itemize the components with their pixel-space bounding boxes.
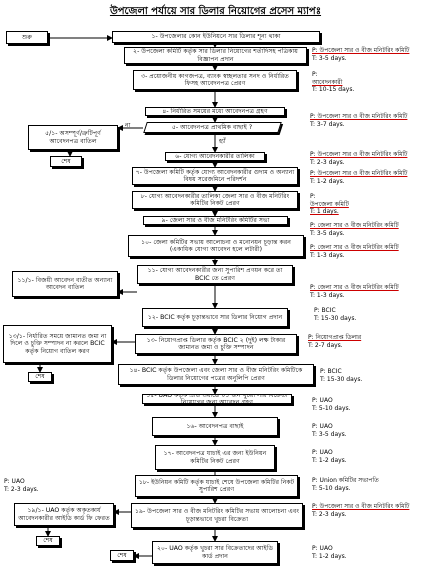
note-step-18: P: Union কমিটির সভাপতিT: 5-10 days. bbox=[312, 477, 379, 492]
step-8: ৮- যোগ্য আবেদনকারীর তালিকা জেলা সার ও বী… bbox=[132, 191, 298, 209]
start-node: শুরু bbox=[6, 31, 48, 44]
step-11: ১১- যোগ্য আবেদনকারীর জন্য সুপারিশ প্রণয়… bbox=[137, 265, 293, 284]
note-step-11: P: জেলা সার ও বীজ মনিটরিং কমিটিT: 1-3 da… bbox=[310, 284, 399, 299]
page-title: উপজেলা পর্যায়ে সার ডিলার নিয়োগের প্রসে… bbox=[109, 6, 322, 17]
step-7: ৭- উপজেলা কমিটি কর্তৃক যোগ্য আবেদনকারীর … bbox=[132, 167, 298, 185]
step-5-decision: ৫- আবেদনপত্র প্রাথমিক বাছাই ? bbox=[143, 122, 282, 133]
step-2: ২- উপজেলা কমিটি কর্তৃক সার ডিলার নিয়োগে… bbox=[124, 47, 307, 64]
step-19: ১৯- উপজেলা সার ও বীজ মনিটরিং কমিটির সভায… bbox=[131, 503, 303, 528]
note-step-8: P:উপজেলা কমিটিT: 1 days. bbox=[310, 193, 349, 215]
step-9: ৯- জেলা সার ও বীজ মনিটরিং কমিটির সভা bbox=[143, 216, 288, 225]
step-20: ২০- UAO কর্তৃক খুচরা সার বিক্রেতাদের আইড… bbox=[152, 541, 278, 564]
step-4: ৪- নির্ধারিত সময়ের মধ্যে আবেদনপত্র গ্রহ… bbox=[145, 107, 285, 116]
note-step-6: P: উপজেলা সার ও বীজ মনিটরিং কমিটিT: 2-3 … bbox=[310, 151, 408, 166]
end-node-3: শেষ bbox=[36, 536, 60, 546]
step-1: ১- উপজেলার কোন ইউনিয়নে সার ডিলার শূন্য … bbox=[112, 31, 320, 43]
step-13: ১৩- নিয়োগপ্রাপ্ত ডিলার কর্তৃক BCIC ২ (দ… bbox=[135, 334, 297, 354]
step-11-1: ১১/১- বিজয়ী আবেদন ব্যতীত অন্যান্য আবেদন… bbox=[12, 271, 118, 297]
step-14: ১৪- BCIC কর্তৃক উপজেলা এবং জেলা সার ও বী… bbox=[118, 364, 314, 385]
step-19-1: ১৯/১- UAO কর্তৃক অকৃতকার্য আবেদনকারীর আই… bbox=[14, 503, 114, 526]
step-12: ১২- BCIC কর্তৃক চূড়ান্তভাবে সার ডিলার ন… bbox=[142, 308, 288, 327]
step-13-1: ১৩/১- নির্ধারিত সময়ে জামানত জমা না দিলে… bbox=[3, 325, 112, 363]
note-step-3: P:আবেদনকারীT: 10-15 days. bbox=[312, 71, 355, 93]
yes-label: হ্যাঁ bbox=[219, 138, 226, 145]
note-step-2: P: উপজেলা সার ও বীজ মনিটরিং কমিটিT: 3-5 … bbox=[312, 47, 410, 62]
step-16: ১৬- আবেদনপত্র বাছাই bbox=[152, 417, 278, 436]
end-node-1: শেষ bbox=[50, 156, 82, 167]
no-label: না bbox=[125, 122, 131, 129]
note-step-7: P: উপজেলা সার ও বীজ মনিটরিং কমিটিT: 1-2 … bbox=[310, 170, 408, 185]
end-node-2: শেষ bbox=[28, 372, 52, 382]
note-step-9: P: জেলা সার ও বীজ মনিটরিং কমিটিT: 3-5 da… bbox=[310, 222, 399, 237]
step-3: ৩- প্রয়োজনীয় কাগজপত্র, ব্যাংক স্বচ্ছলত… bbox=[133, 70, 297, 90]
note-step-19: P: উপজেলা সার ও বীজ মনিটরিং কমিটিT: 2-3 … bbox=[312, 503, 410, 518]
step-17: ১৭- আবেদনপত্র যাচাই এর জন্য ইউনিয়ন কমিট… bbox=[155, 445, 275, 470]
step-6: ৬- যোগ্য আবেদনকারীর তালিকা bbox=[165, 152, 265, 161]
end-node-4: শেষ bbox=[110, 550, 134, 561]
step-18: ১৮- ইউনিয়ন কমিটি কর্তৃক যাচাই শেষে উপজে… bbox=[135, 475, 298, 497]
step-10: ১০- জেলা কমিটির সভায় আলোচনা ও মনোনয়ন চ… bbox=[128, 235, 304, 257]
step-5-1: ৫/১- অসম্পূর্ণ/ত্রুটিপূর্ণ আবেদনপত্র বাত… bbox=[28, 125, 118, 150]
note-step-10: P: জেলা সার ও বীজ মনিটরিং কমিটিT: 1-3 da… bbox=[310, 244, 399, 259]
step-15: ১৫- UAO কর্তৃক প্রতি ওয়ার্ডে ০১ জন খুচর… bbox=[142, 394, 292, 404]
note-step-5: P: উপজেলা সার ও বীজ মনিটরিং কমিটিT: 3-7 … bbox=[310, 113, 408, 128]
